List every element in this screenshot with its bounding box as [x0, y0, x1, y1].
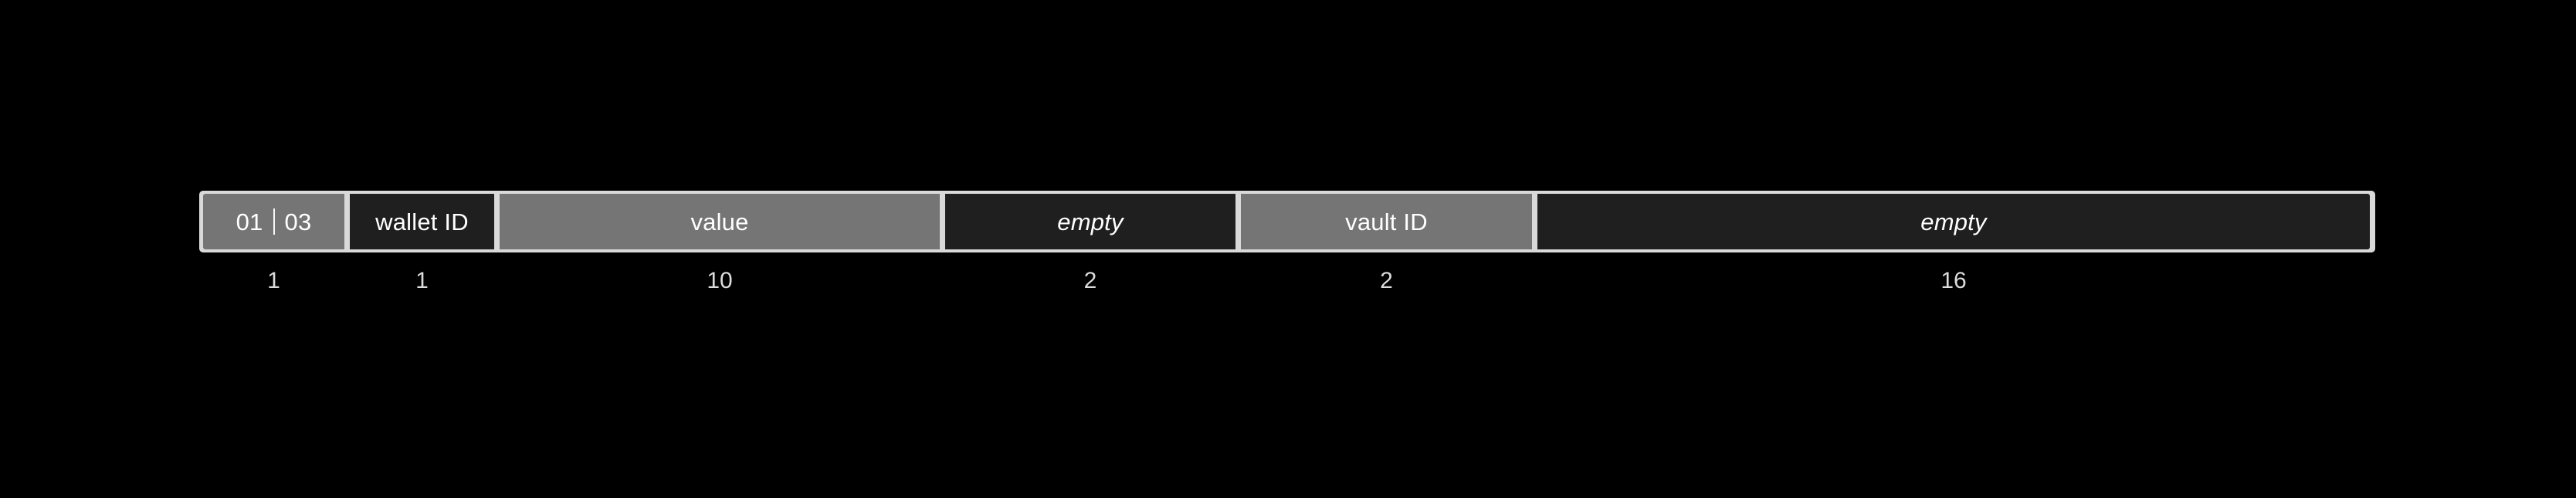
field-value-label: value — [690, 208, 749, 235]
field-wallet-id-label: wallet ID — [375, 208, 469, 235]
field-empty-1-label: empty — [1057, 208, 1124, 235]
opcode-right-value: 03 — [284, 208, 312, 235]
size-label-opcode: 1 — [267, 268, 280, 293]
field-size-row: 1 1 10 2 2 16 — [199, 263, 2375, 300]
opcode-left-value: 01 — [236, 208, 263, 235]
size-label-value: 10 — [707, 268, 733, 293]
field-opcode[interactable]: 01 03 — [203, 194, 344, 249]
byte-layout-bar: 01 03 wallet ID value empty vault ID emp… — [199, 191, 2375, 252]
field-empty-2[interactable]: empty — [1537, 194, 2370, 249]
size-label-empty-1: 2 — [1083, 268, 1097, 293]
field-vault-id-label: vault ID — [1345, 208, 1428, 235]
opcode-separator-icon — [273, 208, 275, 235]
opcode-label: 01 03 — [236, 208, 312, 235]
field-wallet-id[interactable]: wallet ID — [350, 194, 494, 249]
field-vault-id[interactable]: vault ID — [1241, 194, 1532, 249]
field-empty-1[interactable]: empty — [945, 194, 1235, 249]
size-label-vault-id: 2 — [1380, 268, 1393, 293]
size-label-empty-2: 16 — [1940, 268, 1967, 293]
field-value[interactable]: value — [500, 194, 940, 249]
size-label-wallet-id: 1 — [415, 268, 429, 293]
field-empty-2-label: empty — [1920, 208, 1987, 235]
